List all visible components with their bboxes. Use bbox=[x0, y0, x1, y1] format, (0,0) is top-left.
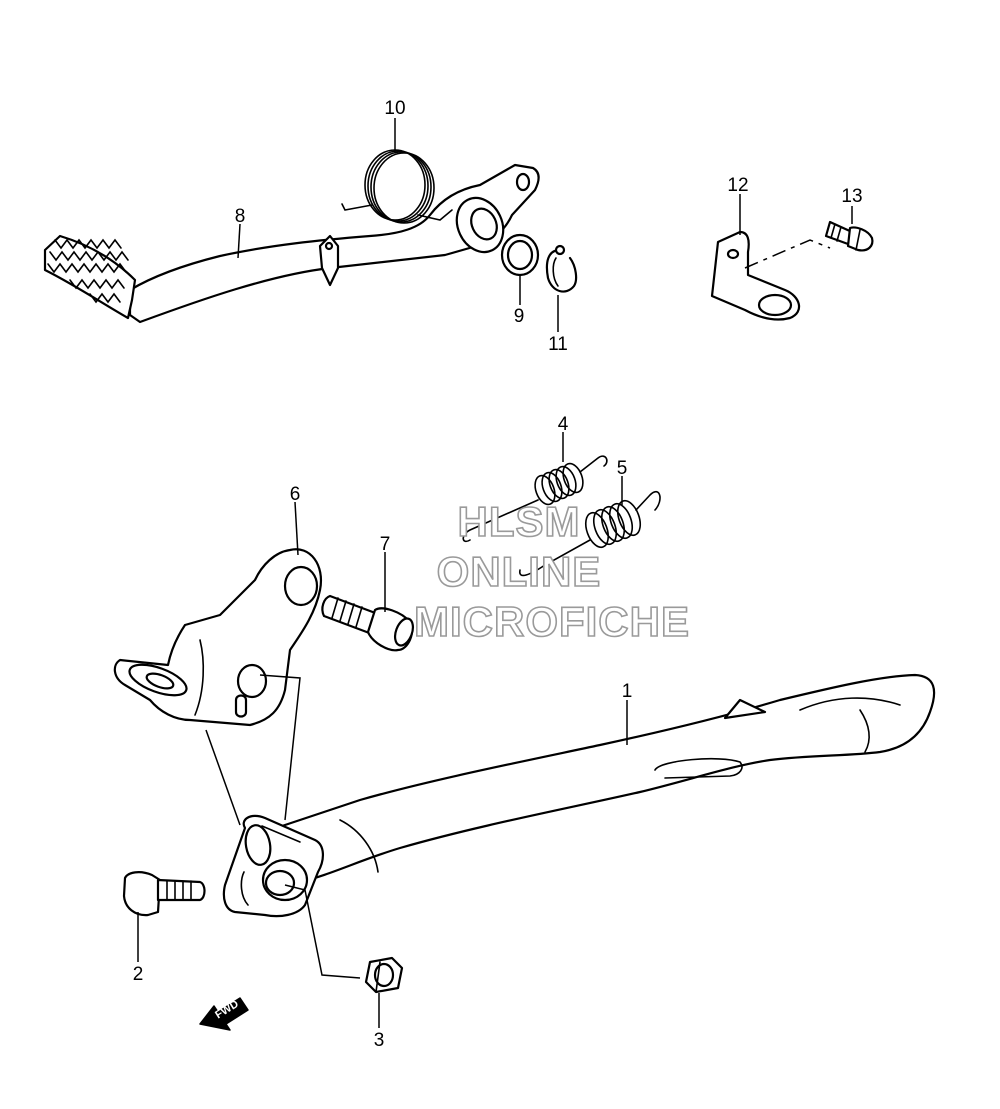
side-stand-part bbox=[222, 673, 936, 918]
return-spring-small-part bbox=[462, 455, 608, 543]
callout-9: 9 bbox=[514, 306, 525, 327]
watermark-line-2: ONLINE bbox=[437, 548, 602, 595]
watermark-line-1: HLSM bbox=[458, 498, 581, 545]
fwd-indicator: FWD bbox=[199, 997, 249, 1031]
callout-11: 11 bbox=[548, 334, 568, 355]
stand-bracket-part bbox=[113, 548, 323, 727]
bracket-part bbox=[710, 230, 801, 321]
callout-6: 6 bbox=[290, 484, 301, 505]
return-spring-large-part bbox=[519, 490, 661, 577]
washer-part bbox=[500, 233, 540, 277]
watermark: HLSM ONLINE MICROFICHE bbox=[413, 497, 690, 646]
pivot-nut-part bbox=[364, 956, 404, 994]
connection-line bbox=[744, 239, 831, 269]
callout-13: 13 bbox=[841, 186, 862, 207]
callout-5: 5 bbox=[617, 458, 628, 479]
callout-leaders bbox=[137, 118, 853, 1028]
callout-labels: 1 2 3 4 5 6 7 8 9 10 11 12 13 bbox=[133, 98, 863, 1051]
callout-4: 4 bbox=[558, 414, 569, 435]
callout-3: 3 bbox=[374, 1030, 385, 1051]
callout-12: 12 bbox=[727, 175, 748, 196]
callout-7: 7 bbox=[380, 534, 391, 555]
callout-1: 1 bbox=[622, 681, 633, 702]
callout-8: 8 bbox=[235, 206, 246, 227]
callout-10: 10 bbox=[384, 98, 405, 119]
circlip-part bbox=[545, 244, 578, 293]
bracket-bolt-part bbox=[824, 220, 874, 252]
torsion-spring-part bbox=[341, 149, 453, 224]
fwd-arrow-icon bbox=[199, 997, 249, 1031]
brake-pedal-part bbox=[43, 163, 540, 324]
stand-bolt-part bbox=[321, 594, 415, 652]
assembly-guide-lines bbox=[205, 674, 361, 979]
callout-2: 2 bbox=[133, 964, 144, 985]
pivot-bolt-part bbox=[122, 871, 206, 917]
watermark-line-3: MICROFICHE bbox=[414, 598, 690, 645]
